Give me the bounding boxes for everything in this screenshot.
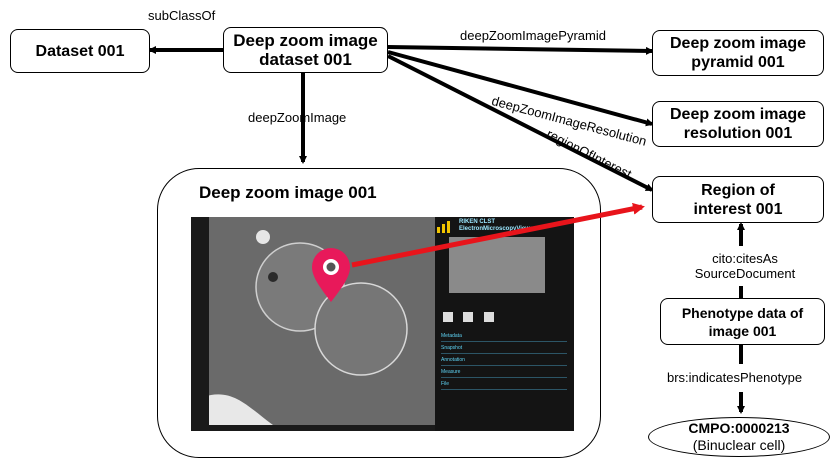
menu-file[interactable]: File: [441, 379, 567, 390]
cmpo-name: (Binuclear cell): [692, 437, 786, 453]
roi-node: Region of interest 001: [652, 176, 824, 223]
menu-measure[interactable]: Measure: [441, 367, 567, 378]
resolution-line2: resolution 001: [683, 125, 793, 142]
pyramid-line1: Deep zoom image: [669, 35, 807, 52]
edge-label-subclass: subClassOf: [148, 8, 216, 23]
viewer-brand-line2: ElectronMicroscopyViewer: [459, 226, 536, 232]
viewer-sidebar: RIKEN CLST ElectronMicroscopyViewer Meta…: [435, 217, 574, 431]
zoom-in-icon[interactable]: [443, 312, 453, 322]
pyramid-line2: pyramid 001: [691, 54, 785, 71]
edge-label-cites: cito:citesAs SourceDocument: [670, 251, 820, 281]
edge-label-indicates: brs:indicatesPhenotype: [667, 370, 803, 385]
cmpo-node: CMPO:0000213 (Binuclear cell): [648, 417, 830, 457]
roi-arrow: [387, 54, 654, 192]
phenotype-node: Phenotype data of image 001: [660, 298, 825, 345]
viewer-brand-line1: RIKEN CLST: [459, 219, 495, 225]
dzi-dataset-line2: dataset 001: [259, 50, 352, 69]
cites-line2: SourceDocument: [694, 266, 796, 281]
dataset-node: Dataset 001: [10, 29, 150, 73]
logo-bars-icon: [437, 221, 450, 233]
viewer-screenshot: RIKEN CLST ElectronMicroscopyViewer Meta…: [191, 217, 574, 431]
zoom-out-icon[interactable]: [463, 312, 474, 322]
roi-line1: Region of: [701, 181, 775, 199]
menu-metadata[interactable]: Metadata: [441, 331, 567, 342]
menu-annotation[interactable]: Annotation: [441, 355, 567, 366]
cell-image: [203, 217, 435, 425]
dzi-title: Deep zoom image 001: [199, 183, 377, 202]
fullscreen-icon[interactable]: [483, 312, 494, 322]
phenotype-line2: image 001: [708, 322, 777, 339]
cites-line1: cito:citesAs: [712, 251, 778, 266]
resolution-arrow: [387, 50, 654, 127]
cmpo-id: CMPO:0000213: [688, 420, 790, 436]
resolution-line1: Deep zoom image: [669, 106, 807, 123]
phenotype-line1: Phenotype data of: [681, 304, 804, 321]
edge-label-dzi: deepZoomImage: [248, 110, 347, 125]
overview-thumbnail[interactable]: [449, 237, 545, 293]
edge-label-pyramid: deepZoomImagePyramid: [460, 28, 606, 43]
pyramid-node: Deep zoom image pyramid 001: [652, 30, 824, 76]
location-pin-icon: [312, 248, 350, 302]
menu-snapshot[interactable]: Snapshot: [441, 343, 567, 354]
viewer-brand: RIKEN CLST ElectronMicroscopyViewer: [459, 219, 536, 233]
roi-line2: interest 001: [693, 200, 783, 218]
resolution-node: Deep zoom image resolution 001: [652, 101, 824, 147]
dzi-dataset-node: Deep zoom image dataset 001: [223, 27, 388, 73]
red-roi-arrow: [351, 202, 645, 268]
dzi-dataset-line1: Deep zoom image: [233, 31, 378, 50]
micrograph: [203, 217, 435, 425]
pyramid-arrow: [387, 45, 654, 55]
dataset-label: Dataset 001: [35, 42, 125, 60]
zoom-controls: [443, 309, 494, 327]
